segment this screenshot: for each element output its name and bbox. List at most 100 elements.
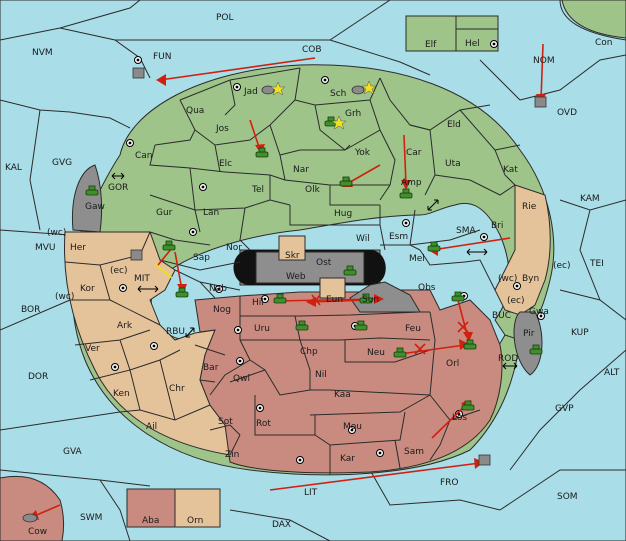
label-tel: Tel [251, 185, 264, 195]
fleet-unit [478, 454, 491, 466]
province-elf-top[interactable] [455, 15, 499, 30]
units [22, 67, 547, 523]
label-elf: Elf [425, 40, 437, 50]
label-sch: Sch [330, 89, 346, 99]
label-her: Her [70, 243, 86, 253]
label-mit: MIT [134, 274, 150, 284]
label-byn: Byn [522, 274, 539, 284]
label-fun: FUN [153, 52, 172, 62]
label-rod: ROD [498, 354, 518, 364]
label-ovd: OVD [557, 108, 577, 118]
label-bar: Bar [203, 363, 219, 373]
label-sma: SMA [456, 226, 476, 236]
label-skr: Skr [285, 251, 300, 261]
label-esm: Esm [389, 232, 408, 242]
label-chp: Chp [300, 347, 318, 357]
province-cow[interactable] [0, 475, 65, 541]
province-elf[interactable] [405, 15, 457, 52]
label-ark: Ark [117, 321, 133, 331]
fleet-unit [534, 96, 547, 108]
label-kar: Kar [340, 454, 355, 464]
label-buc: BUC [492, 311, 511, 321]
label-can: Can [135, 151, 153, 161]
label-kal: KAL [5, 163, 22, 173]
label-los: Los [452, 413, 467, 423]
label-nom: NOM [533, 56, 555, 66]
label-elc: Elc [219, 159, 232, 169]
province-labels: POL NVM FUN COB Elf Hel Con NOM OVD KAL … [5, 13, 620, 537]
label-eld: Eld [447, 120, 461, 130]
label-pir: Pir [523, 329, 535, 339]
label-nab: Nab [209, 284, 227, 294]
province-web-ost[interactable] [255, 251, 365, 284]
label-gwa: Gwa [529, 307, 549, 317]
label-hel: Hel [465, 39, 480, 49]
army-unit [354, 320, 368, 331]
label-kaa: Kaa [334, 390, 351, 400]
province-pir[interactable] [513, 311, 543, 376]
label-nor: Nor [226, 243, 242, 253]
army-unit [175, 287, 189, 298]
label-swm: SWM [80, 513, 102, 523]
label-gur: Gur [156, 208, 173, 218]
label-yok: Yok [354, 148, 371, 158]
province-gaw[interactable] [71, 164, 103, 233]
label-uru: Uru [254, 324, 270, 334]
label-fro: FRO [440, 478, 459, 488]
label-ec1: (ec) [553, 261, 571, 271]
label-tei: TEI [589, 259, 604, 269]
label-gaw: Gaw [85, 202, 105, 212]
army-unit [85, 185, 99, 196]
fleet-unit [132, 67, 145, 79]
label-ec2: (ec) [110, 266, 128, 276]
label-chr: Chr [169, 384, 185, 394]
fleet-unit [351, 85, 365, 95]
label-wil: Wil [356, 234, 370, 244]
army-unit [399, 188, 413, 199]
army-unit [255, 147, 269, 158]
army-unit [359, 293, 373, 304]
label-qwi: Qwi [233, 374, 250, 384]
west-region [64, 231, 231, 456]
label-rbu: RBU [166, 327, 185, 337]
label-hug: Hug [334, 209, 352, 219]
label-web: Web [286, 272, 306, 282]
label-mvu: MVU [35, 243, 56, 253]
label-kup: KUP [571, 328, 589, 338]
label-dax: DAX [272, 520, 291, 530]
army-unit [529, 344, 543, 355]
label-uta: Uta [445, 159, 461, 169]
label-ver: Ver [85, 344, 100, 354]
army-unit [393, 347, 407, 358]
supply-centers [111, 40, 545, 464]
label-obs: Obs [418, 283, 436, 293]
label-sam: Sam [404, 447, 424, 457]
army-unit [451, 291, 465, 302]
label-kam: KAM [580, 194, 600, 204]
label-hil: Hil [252, 298, 264, 308]
label-mou: Mou [343, 422, 362, 432]
province-orn[interactable] [174, 488, 221, 528]
label-ec3: (ec) [507, 296, 525, 306]
label-wc1: (wc) [47, 228, 66, 238]
province-skr[interactable] [278, 235, 306, 261]
label-orl: Orl [446, 359, 459, 369]
label-neu: Neu [367, 348, 385, 358]
label-gor: GOR [108, 183, 128, 193]
label-nar: Nar [293, 165, 309, 175]
province-borders [64, 67, 521, 475]
label-wc2: (wc) [55, 292, 74, 302]
label-qua: Qua [186, 106, 204, 116]
label-gvg: GVG [52, 158, 72, 168]
label-dor: DOR [28, 372, 48, 382]
label-sap: Sap [193, 253, 210, 263]
label-ost: Ost [316, 258, 332, 268]
label-ail: Ail [146, 422, 157, 432]
label-nog: Nog [213, 305, 231, 315]
province-aba[interactable] [126, 488, 176, 528]
label-eun: Eun [326, 295, 343, 305]
province-eun-box[interactable] [319, 277, 346, 299]
fleet-unit [261, 85, 275, 95]
